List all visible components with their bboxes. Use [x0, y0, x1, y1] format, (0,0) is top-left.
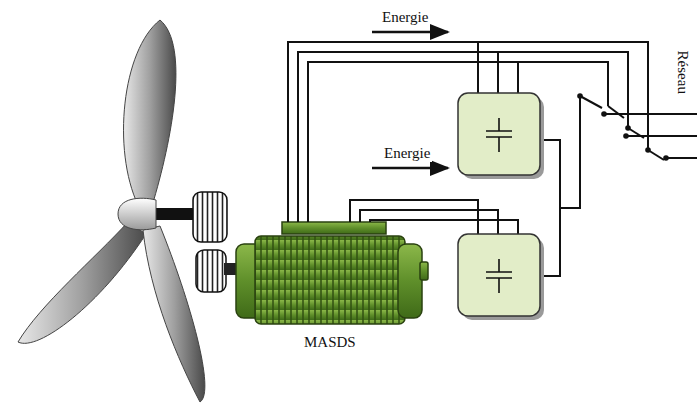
energy-flow-label: Energie [380, 9, 430, 26]
machine-name: MASDS [304, 334, 356, 351]
stator-wires [288, 42, 648, 222]
converter-link-wires [541, 96, 580, 276]
energy-flow-label: Energie [382, 145, 432, 162]
capacitor-symbol [486, 118, 512, 293]
grid-label: Réseau [675, 48, 692, 95]
grid-switches [580, 96, 697, 160]
switch-contacts [577, 93, 669, 161]
gearbox [193, 192, 227, 292]
generator-machine [236, 222, 428, 324]
converter-box [458, 93, 544, 320]
generator-label-node: MASDS [300, 332, 360, 353]
rotor-hub [118, 198, 156, 230]
main-shaft [150, 208, 198, 220]
rotor-wires [350, 200, 518, 236]
turbine-blades [18, 20, 205, 402]
energy-arrow [372, 32, 448, 168]
